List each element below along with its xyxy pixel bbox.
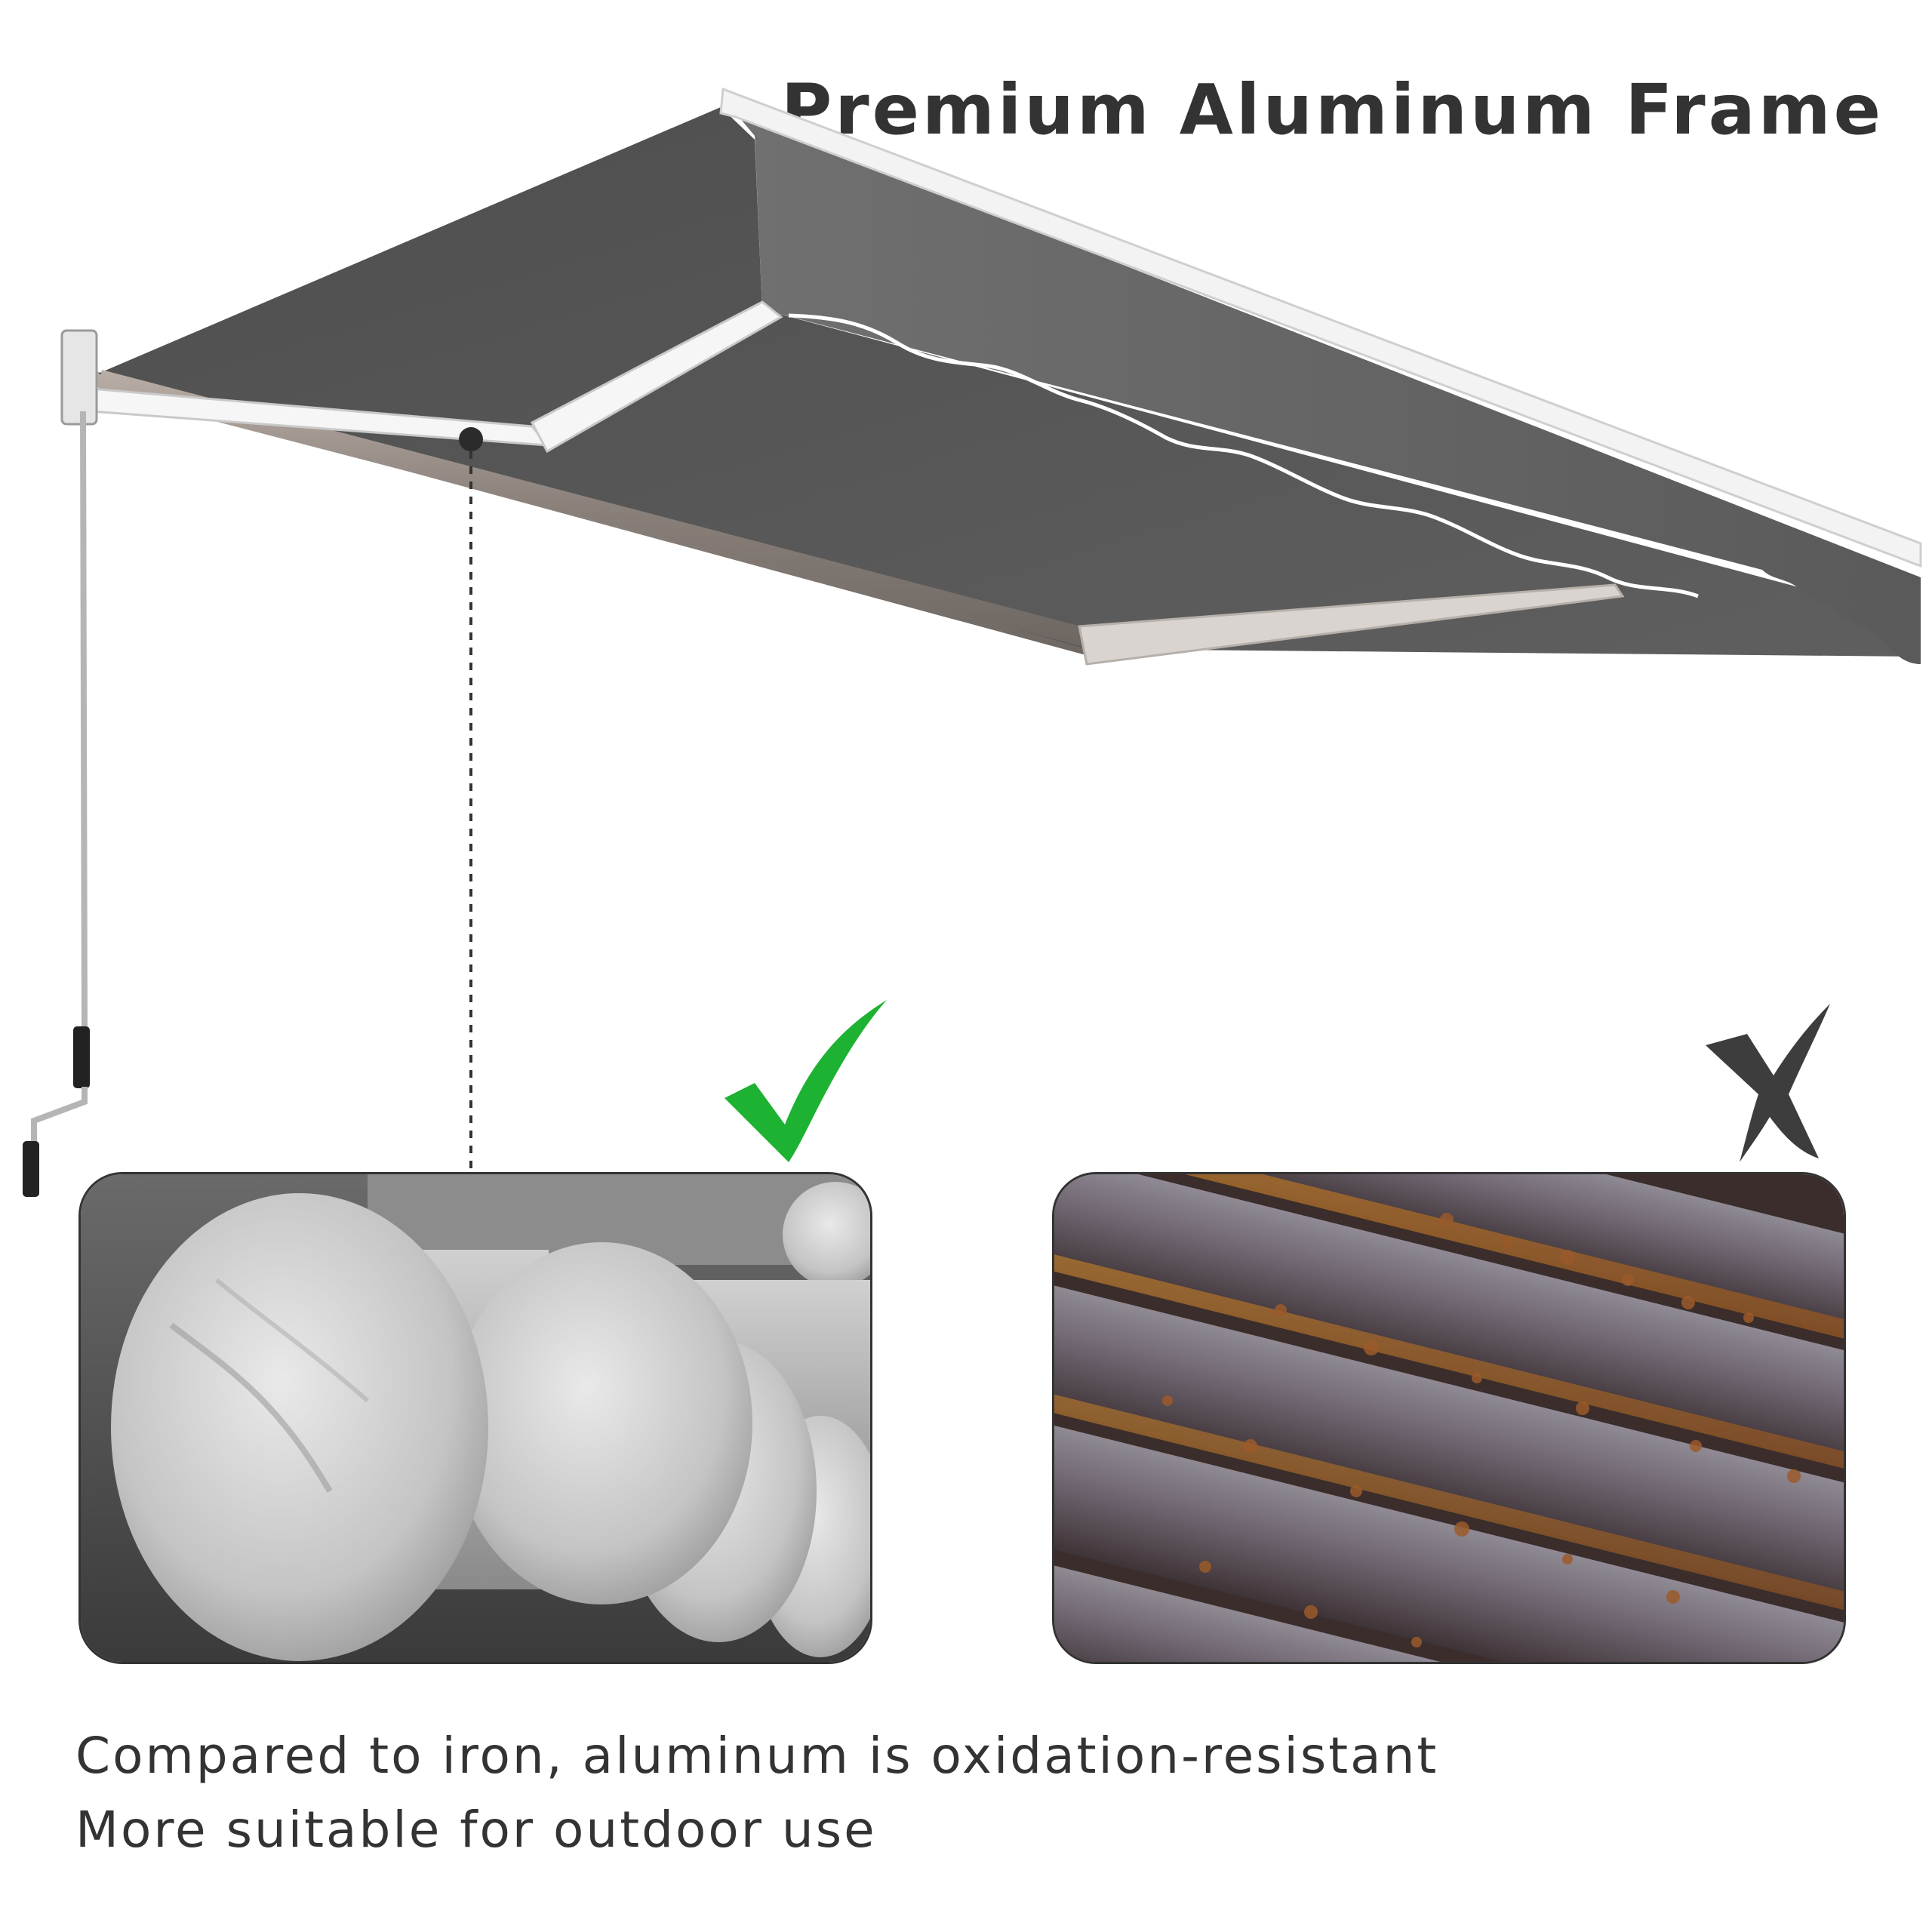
headline: Premium Aluminum Frame: [780, 69, 1884, 150]
canopy-fabric: [98, 107, 1921, 657]
folding-arm-right: [1078, 583, 1625, 666]
rusty-iron-bars-photo: [1052, 1172, 1846, 1664]
caption-line-2: More suitable for outdoor use: [75, 1801, 877, 1859]
check-mark-icon: [724, 1000, 887, 1162]
check-mark-shape: [724, 1000, 887, 1162]
caption: Compared to iron, aluminum is oxidation-…: [75, 1719, 1872, 1867]
caption-line-1: Compared to iron, aluminum is oxidation-…: [75, 1727, 1439, 1785]
cross-mark-icon: [1706, 1004, 1830, 1162]
valance: [736, 113, 1921, 664]
crank-grip: [73, 1026, 90, 1088]
crank-handle: [31, 1087, 88, 1147]
front-pipe: [98, 370, 1096, 648]
front-rail: [719, 87, 1922, 568]
crank-knob: [23, 1141, 39, 1197]
aluminum-bars-photo: [78, 1172, 872, 1664]
arm-joint-dot: [459, 427, 483, 451]
cross-mark-shape: [1706, 1004, 1830, 1162]
valance-edge: [788, 313, 1699, 598]
crank-rod: [80, 411, 88, 1027]
wall-bracket: [60, 329, 98, 426]
folding-arm-upper: [530, 300, 783, 454]
